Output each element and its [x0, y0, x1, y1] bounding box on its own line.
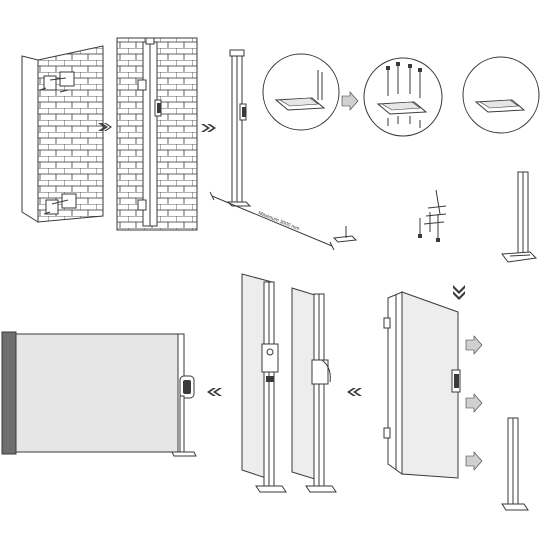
- double-chevron-left-icon: [207, 388, 222, 396]
- step-cassette-on-wall: [116, 37, 198, 231]
- standing-post: [501, 171, 538, 263]
- distance-line: [211, 195, 333, 247]
- standing-post-bottom: [501, 417, 529, 511]
- upper-wall-bracket: [39, 71, 75, 93]
- push-arrow-icon: [465, 335, 483, 471]
- end-bracket: [332, 226, 358, 243]
- double-chevron-down-icon: [453, 285, 465, 300]
- detail-base-plate: [262, 53, 340, 131]
- step-screen-pull: [383, 291, 461, 479]
- screw-icon: [386, 62, 422, 128]
- double-chevron-left-icon: [347, 388, 362, 396]
- distance-label: Maximum 3000 mm: [257, 210, 300, 232]
- lower-wall-bracket: [43, 193, 77, 215]
- step-final-screen: [1, 331, 197, 457]
- screen-fabric: [15, 333, 181, 453]
- chevron-right-icon: [341, 91, 359, 111]
- screen-panel-b: [291, 287, 337, 493]
- cassette-end: [1, 331, 17, 455]
- double-chevron-right-icon: [98, 123, 112, 131]
- screen-panel-a: [241, 273, 287, 493]
- detail-screws: [363, 57, 443, 137]
- detail-plate-fixed: [462, 56, 540, 134]
- step-wall-brackets: [21, 45, 104, 223]
- double-chevron-right-icon: [201, 124, 216, 132]
- detail-drilling: [418, 189, 447, 242]
